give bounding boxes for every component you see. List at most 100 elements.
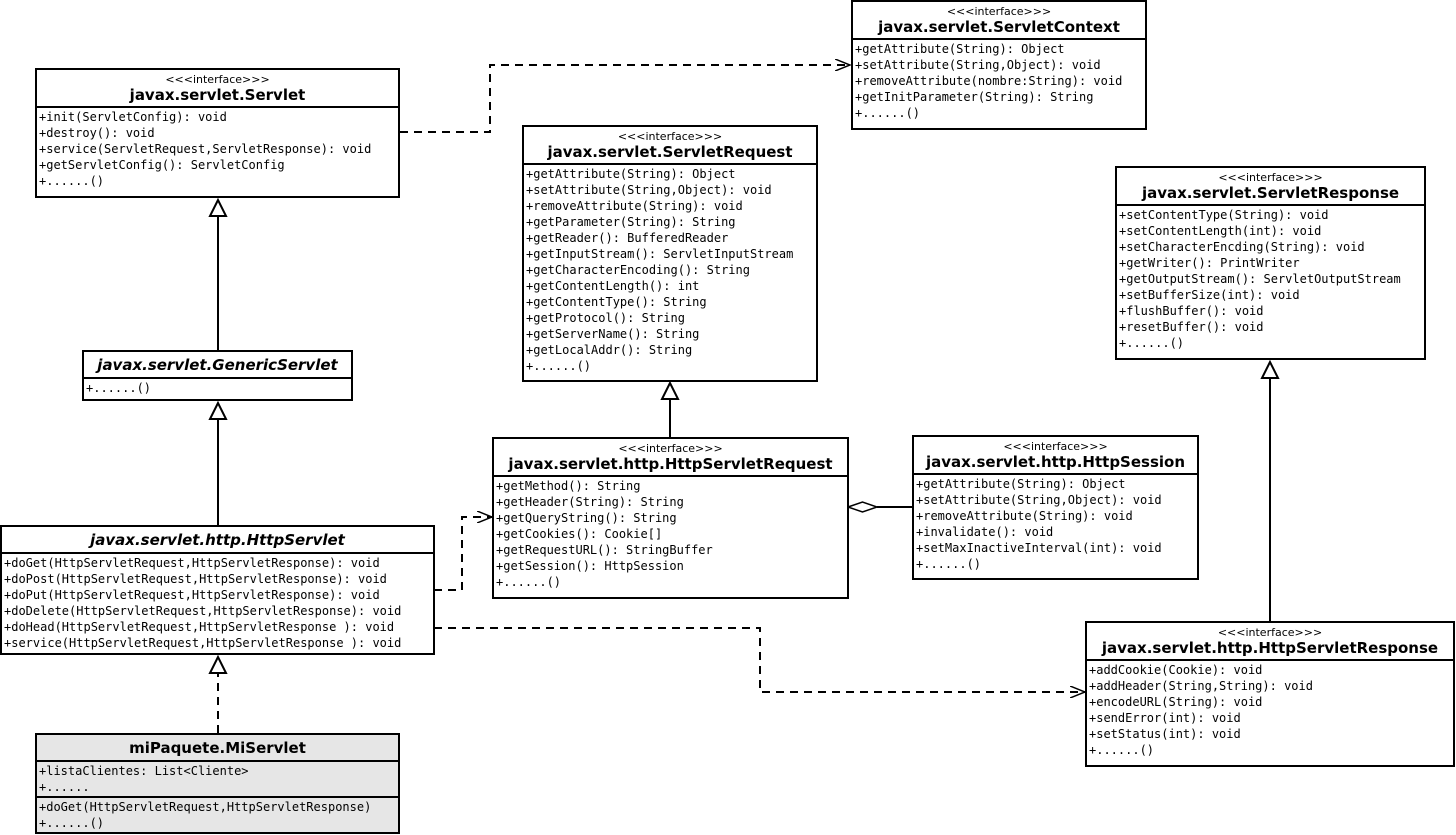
operation: +getCharacterEncoding(): String [526, 263, 750, 277]
operation: +getAttribute(String): Object [526, 167, 736, 181]
attributes-section: +listaClientes: List<Cliente> +...... [37, 762, 398, 796]
operation: +getContentType(): String [526, 295, 707, 309]
class-genericservlet-header: javax.servlet.GenericServlet [84, 352, 351, 379]
operation: +......() [855, 106, 921, 120]
operation: +encodeURL(String): void [1089, 695, 1263, 709]
operation: +sendError(int): void [1089, 711, 1241, 725]
operations-section: +init(ServletConfig): void +destroy(): v… [37, 108, 398, 190]
operations-section: +addCookie(Cookie): void +addHeader(Stri… [1087, 661, 1453, 759]
operation: +addCookie(Cookie): void [1089, 663, 1263, 677]
operation: +removeAttribute(String): void [526, 199, 743, 213]
generalization-httpservletresponse-to-servletresponse [1260, 359, 1280, 621]
stereotype-label: <<<interface>>> [618, 442, 723, 455]
class-name: javax.servlet.ServletContext [878, 18, 1120, 36]
operations-section: +setContentType(String): void +setConten… [1117, 206, 1424, 352]
operations-section: +......() [84, 379, 351, 397]
class-name: javax.servlet.ServletResponse [1141, 184, 1400, 202]
operation: +invalidate(): void [916, 525, 1054, 539]
operation: +doGet(HttpServletRequest,HttpServletRes… [39, 800, 372, 814]
stereotype-label: <<<interface>>> [946, 5, 1052, 18]
operation: +doDelete(HttpServletRequest,HttpServlet… [4, 604, 402, 618]
stereotype-label: <<<interface>>> [1217, 626, 1323, 639]
stereotype-label: <<<interface>>> [165, 73, 270, 86]
operation: +getProtocol(): String [526, 311, 685, 325]
operation: +getContentLength(): int [526, 279, 700, 293]
dependency-httpservlet-to-httpservletresponse [434, 627, 1085, 692]
operation: +getServletConfig(): ServletConfig [39, 158, 285, 172]
operation: +getCookies(): Cookie[] [496, 527, 663, 541]
class-servletrequest: <<<interface>>> javax.servlet.ServletReq… [522, 125, 818, 382]
operation: +setAttribute(String,Object): void [526, 183, 772, 197]
operations-section: +getAttribute(String): Object +setAttrib… [853, 40, 1145, 122]
class-name: javax.servlet.http.HttpServlet [90, 531, 345, 549]
class-name: javax.servlet.Servlet [129, 86, 306, 104]
class-servlet-header: <<<interface>>> javax.servlet.Servlet [37, 73, 398, 108]
operation: +setContentLength(int): void [1119, 224, 1322, 238]
aggregation-httpservletrequest-httpsession [845, 501, 912, 513]
operation: +......() [39, 816, 105, 830]
operations-section: +doGet(HttpServletRequest,HttpServletRes… [2, 554, 433, 652]
operation: +getLocalAddr(): String [526, 343, 693, 357]
operation: +removeAttribute(String): void [916, 509, 1133, 523]
class-servletcontext: <<<interface>>> javax.servlet.ServletCon… [851, 0, 1147, 130]
class-httpservletrequest: <<<interface>>> javax.servlet.http.HttpS… [492, 437, 849, 599]
operation: +......() [1119, 336, 1185, 350]
operation: +resetBuffer(): void [1119, 320, 1264, 334]
operation: +......() [526, 359, 592, 373]
operation: +getInputStream(): ServletInputStream [526, 247, 794, 261]
operation: +init(ServletConfig): void [39, 110, 227, 124]
operation: +getParameter(String): String [526, 215, 736, 229]
operations-section: +doGet(HttpServletRequest,HttpServletRes… [37, 796, 398, 832]
operations-section: +getAttribute(String): Object +setAttrib… [914, 475, 1197, 573]
operation: +setAttribute(String,Object): void [916, 493, 1162, 507]
generalization-httpservletrequest-to-servletrequest [660, 380, 680, 437]
class-miservlet-header: miPaquete.MiServlet [37, 735, 398, 762]
class-httpsession: <<<interface>>> javax.servlet.http.HttpS… [912, 435, 1199, 580]
operation: +setContentType(String): void [1119, 208, 1329, 222]
dependency-servlet-to-servletcontext [400, 65, 850, 133]
operation: +doPut(HttpServletRequest,HttpServletRes… [4, 588, 380, 602]
class-genericservlet: javax.servlet.GenericServlet +......() [82, 350, 353, 401]
generalization-genericservlet-to-servlet [208, 197, 228, 350]
stereotype-label: <<<interface>>> [1218, 171, 1323, 184]
generalization-httpservlet-to-genericservlet [208, 400, 228, 525]
operation: +removeAttribute(nombre:String): void [855, 74, 1123, 88]
class-servlet: <<<interface>>> javax.servlet.Servlet +i… [35, 68, 400, 198]
operation: +......() [86, 381, 152, 395]
class-servletcontext-header: <<<interface>>> javax.servlet.ServletCon… [853, 5, 1145, 40]
operation: +getAttribute(String): Object [855, 42, 1065, 56]
operation: +addHeader(String,String): void [1089, 679, 1313, 693]
class-httpservletresponse-header: <<<interface>>> javax.servlet.http.HttpS… [1087, 626, 1453, 661]
operation: +getOutputStream(): ServletOutputStream [1119, 272, 1401, 286]
class-name: javax.servlet.ServletRequest [547, 143, 793, 161]
class-servletresponse-header: <<<interface>>> javax.servlet.ServletRes… [1117, 171, 1424, 206]
class-name: javax.servlet.GenericServlet [97, 356, 338, 374]
operation: +doPost(HttpServletRequest,HttpServletRe… [4, 572, 387, 586]
operations-section: +getAttribute(String): Object +setAttrib… [524, 165, 816, 375]
class-name: miPaquete.MiServlet [129, 739, 306, 757]
operation: +getMethod(): String [496, 479, 641, 493]
operation: +doGet(HttpServletRequest,HttpServletRes… [4, 556, 380, 570]
operation: +getRequestURL(): StringBuffer [496, 543, 713, 557]
operation: +getSession(): HttpSession [496, 559, 684, 573]
operation: +destroy(): void [39, 126, 155, 140]
operation: +......() [496, 575, 562, 589]
stereotype-label: <<<interface>>> [617, 130, 723, 143]
operation: +flushBuffer(): void [1119, 304, 1264, 318]
class-httpservletresponse: <<<interface>>> javax.servlet.http.HttpS… [1085, 621, 1455, 767]
attribute: +listaClientes: List<Cliente> [39, 764, 249, 778]
operation: +setBufferSize(int): void [1119, 288, 1300, 302]
operation: +......() [916, 557, 982, 571]
operation: +getWriter(): PrintWriter [1119, 256, 1300, 270]
operation: +getAttribute(String): Object [916, 477, 1126, 491]
stereotype-label: <<<interface>>> [1003, 440, 1108, 453]
attribute: +...... [39, 780, 90, 794]
operation: +getHeader(String): String [496, 495, 684, 509]
operation: +getInitParameter(String): String [855, 90, 1094, 104]
class-httpservlet: javax.servlet.http.HttpServlet +doGet(Ht… [0, 525, 435, 655]
class-httpsession-header: <<<interface>>> javax.servlet.http.HttpS… [914, 440, 1197, 475]
class-name: javax.servlet.http.HttpServletRequest [508, 455, 833, 473]
operation: +doHead(HttpServletRequest,HttpServletRe… [4, 620, 395, 634]
operation: +getQueryString(): String [496, 511, 677, 525]
